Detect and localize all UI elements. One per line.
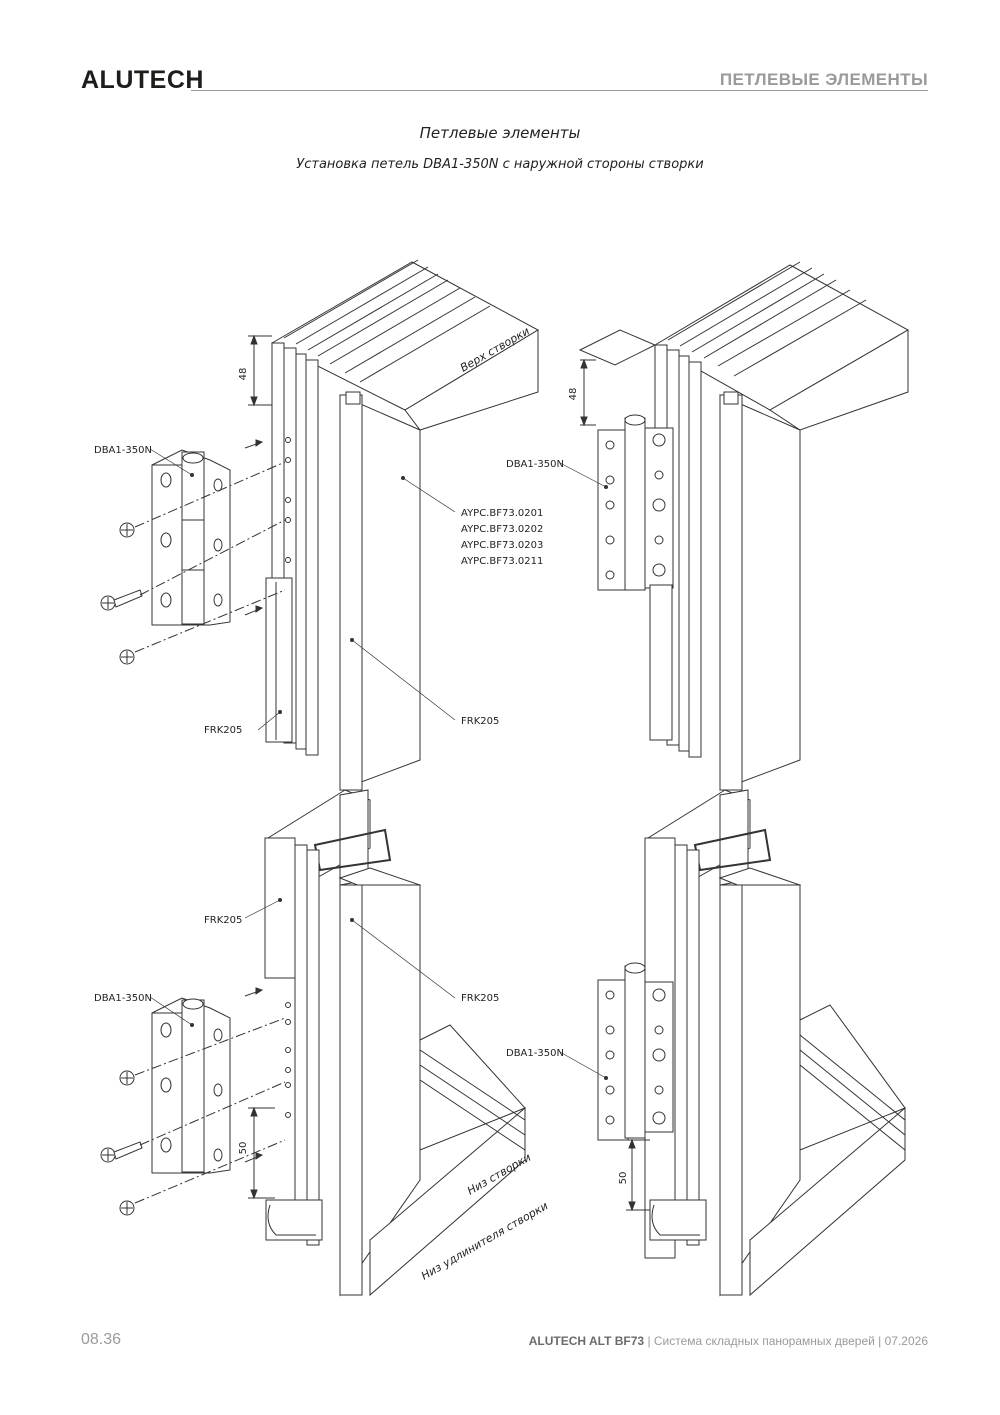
page-subtitle: Установка петель DBA1-350N с наружной ст…: [296, 157, 704, 172]
dimension-50-left: 50: [238, 1142, 249, 1155]
label-frk-bl-left: FRK205: [204, 915, 242, 926]
drawing-bottom-right: [559, 789, 906, 1297]
brand-logo: ALUTECH: [81, 66, 204, 94]
footer-description: | Система складных панорамных дверей | 0…: [644, 1334, 928, 1348]
label-part-3: AYPC.BF73.0203: [461, 540, 543, 551]
label-part-4: AYPC.BF73.0211: [461, 556, 543, 567]
footer-product: ALUTECH ALT BF73: [528, 1334, 645, 1348]
header-rule: [191, 90, 928, 91]
label-part-2: AYPC.BF73.0202: [461, 524, 543, 535]
drawing-bottom-left: [100, 789, 526, 1297]
label-part-1: AYPC.BF73.0201: [461, 508, 543, 519]
label-hinge-tl: DBA1-350N: [94, 445, 152, 456]
dimension-48-left: 48: [238, 368, 249, 381]
dimension-48-right: 48: [568, 388, 579, 401]
drawing-top-left: [100, 259, 540, 791]
label-hinge-bl: DBA1-350N: [94, 993, 152, 1004]
label-frk-tl-right: FRK205: [461, 716, 499, 727]
label-frk-tl-left: FRK205: [204, 725, 242, 736]
label-hinge-tr: DBA1-350N: [506, 459, 564, 470]
dimension-50-right: 50: [618, 1172, 629, 1185]
section-title: ПЕТЛЕВЫЕ ЭЛЕМЕНТЫ: [719, 70, 928, 89]
label-hinge-br: DBA1-350N: [506, 1048, 564, 1059]
page-number: 08.36: [81, 1331, 122, 1348]
footer-info: ALUTECH ALT BF73 | Система складных пано…: [529, 1334, 928, 1348]
page-title: Петлевые элементы: [419, 124, 581, 142]
drawing-top-right: [559, 261, 910, 791]
label-frk-bl-right: FRK205: [461, 993, 499, 1004]
